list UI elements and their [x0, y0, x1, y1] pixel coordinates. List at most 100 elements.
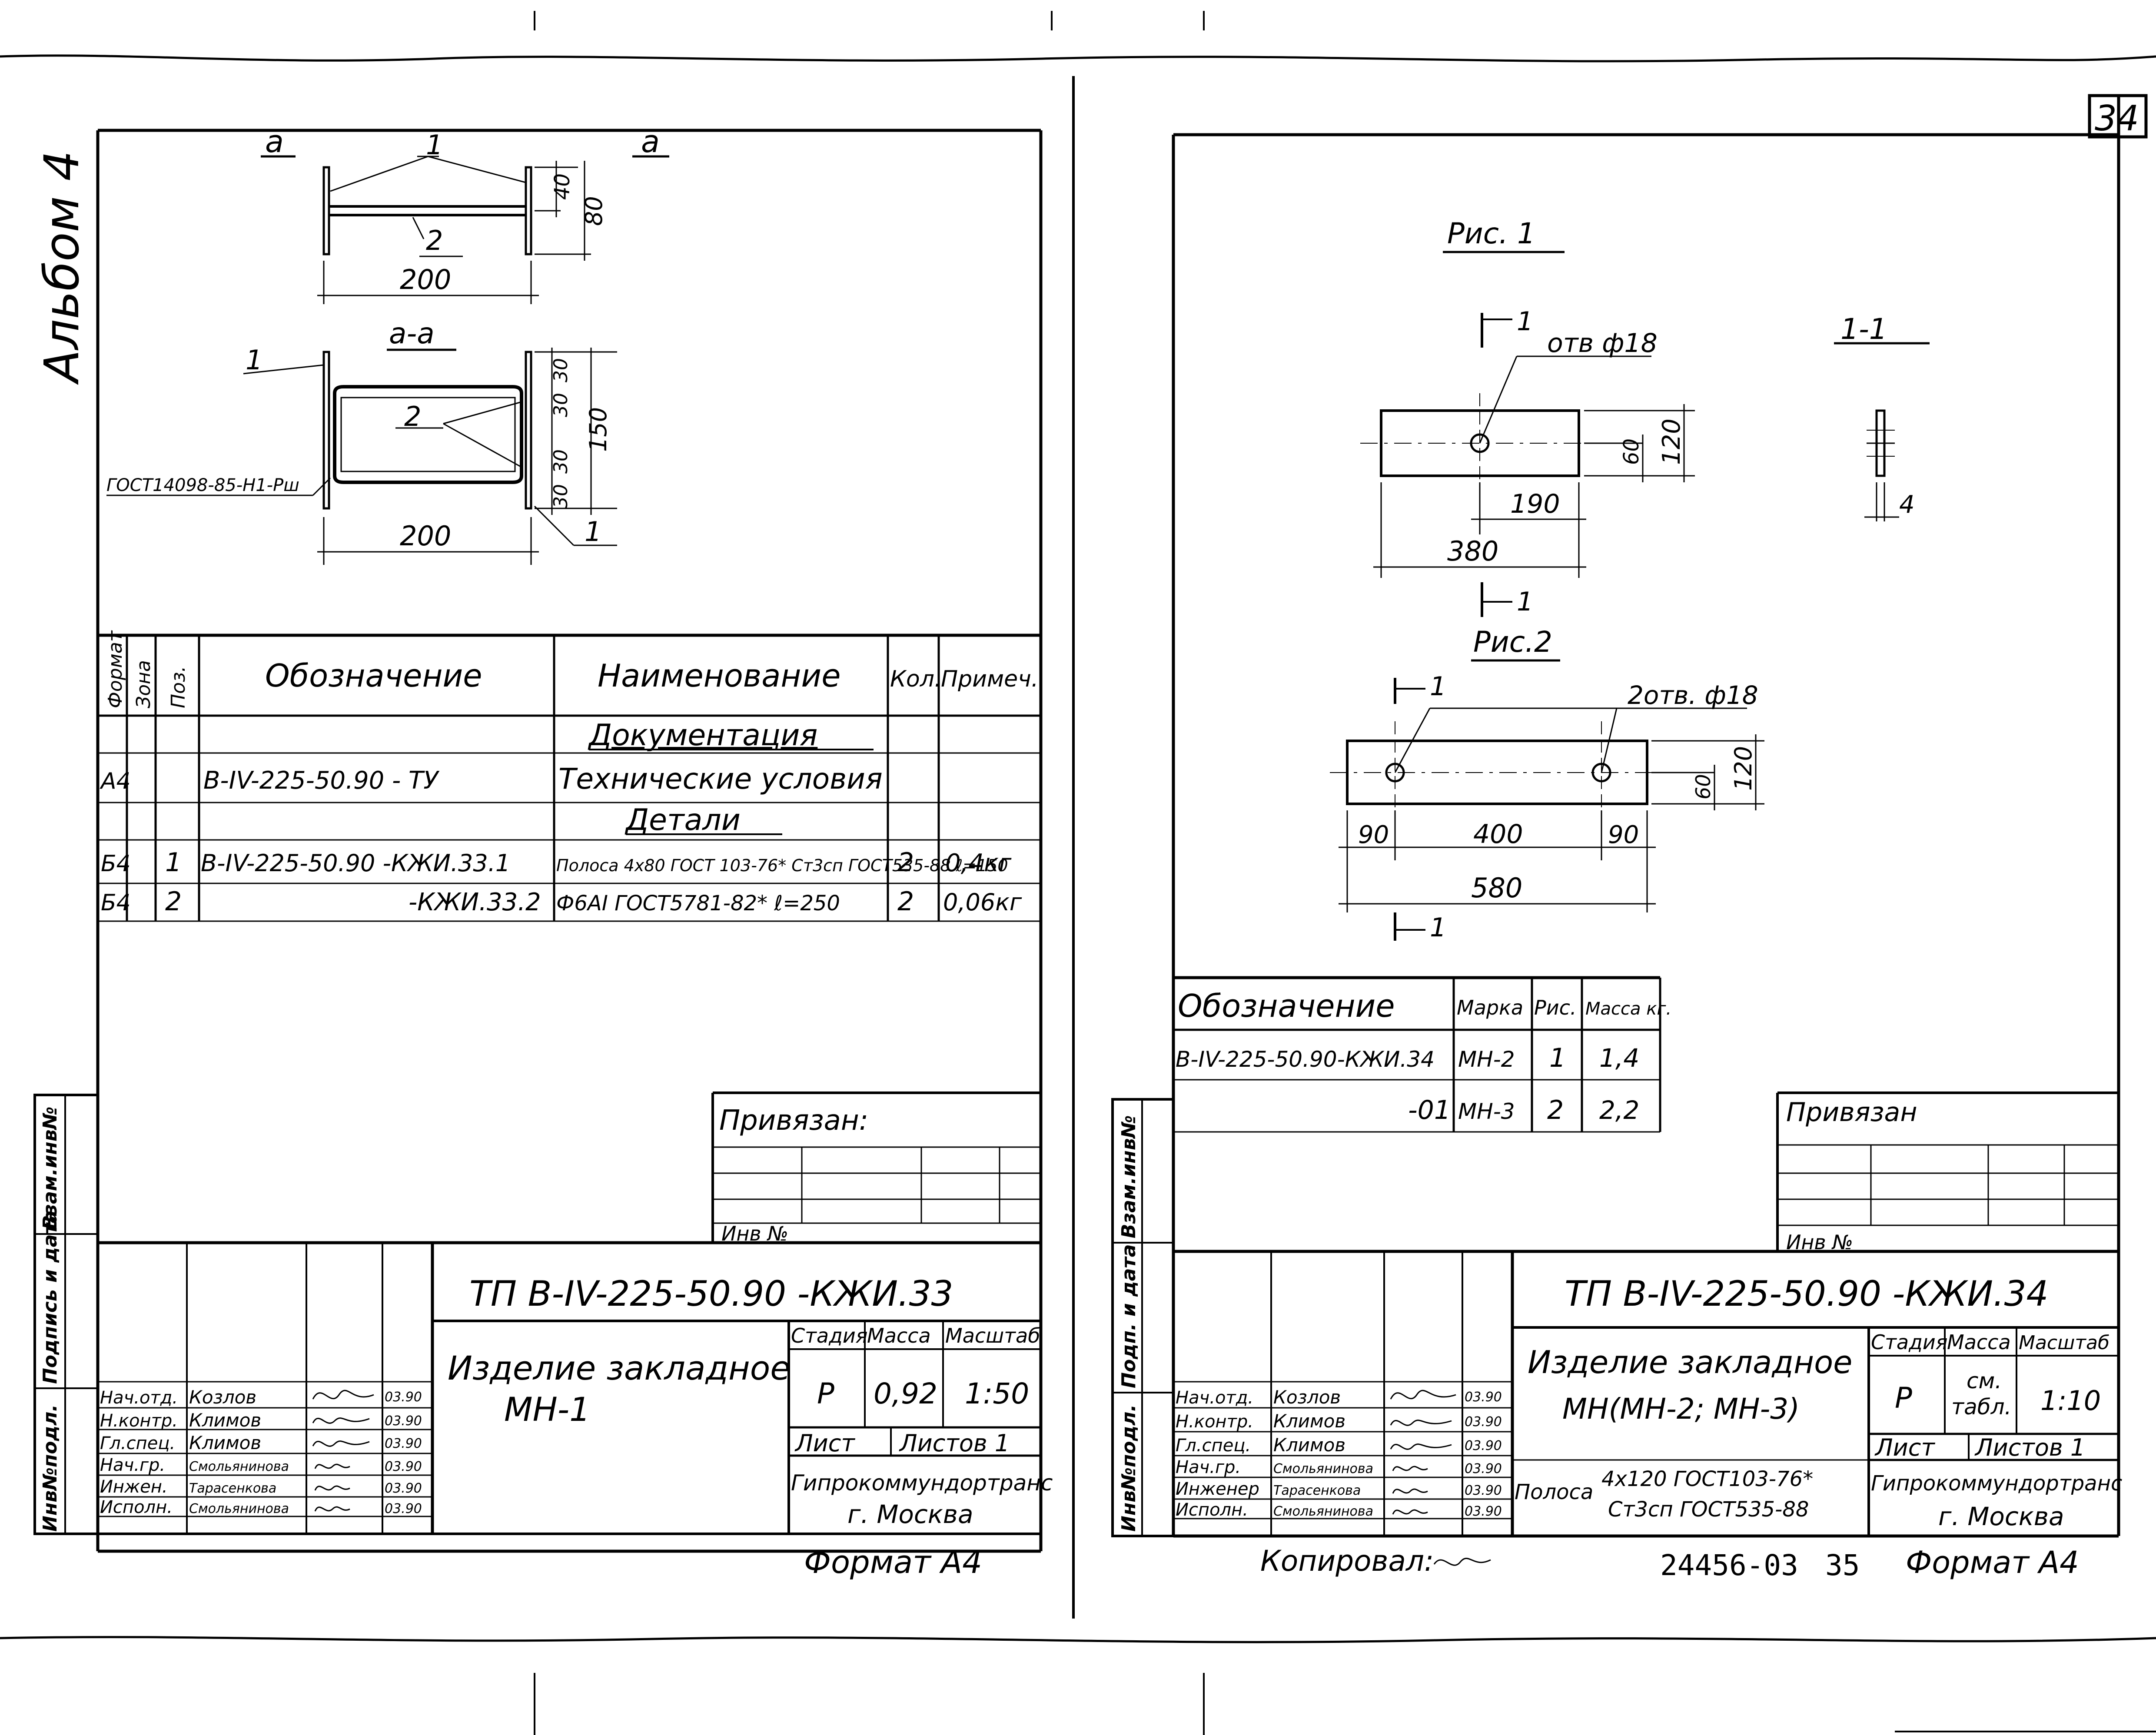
title-line-2: МН-1: [504, 1390, 591, 1429]
format-label: Формат А4: [804, 1544, 982, 1580]
fig2-plate: [1330, 678, 1764, 941]
r-signer-name-1: Козлов: [1273, 1387, 1341, 1408]
r-signer-name-4: Смольянинова: [1273, 1461, 1373, 1476]
signer-role-3: Гл.спец.: [100, 1433, 175, 1453]
dim-30-a: 30: [550, 358, 572, 382]
stage-value-right: Р: [1895, 1381, 1912, 1415]
r-signer-date-2: 03.90: [1465, 1414, 1502, 1430]
signer-date-1: 03.90: [385, 1390, 422, 1405]
r-signer-name-3: Климов: [1273, 1434, 1345, 1456]
side-stamp-replace: Взам.инв№: [39, 1107, 61, 1230]
signer-date-5: 03.90: [385, 1481, 422, 1496]
marks-header-mark: Марка: [1457, 996, 1523, 1019]
fig1-hole-label: отв ф18: [1547, 328, 1658, 358]
r-signer-role-1: Нач.отд.: [1176, 1388, 1253, 1408]
signer-role-5: Инжен.: [100, 1477, 168, 1497]
signer-name-1: Козлов: [189, 1387, 256, 1408]
r-signer-date-4: 03.90: [1465, 1461, 1502, 1476]
section-pos2-label: 2: [404, 401, 421, 432]
r-signer-date-3: 03.90: [1465, 1438, 1502, 1453]
spec-section-docs: Документация: [588, 718, 817, 753]
position-2-label: 2: [426, 225, 443, 256]
section-pos1-c-label: 1: [585, 516, 601, 547]
marks-row1-mass: 1,4: [1599, 1043, 1639, 1073]
dim-80: 80: [580, 196, 608, 226]
org-city: г. Москва: [847, 1499, 973, 1529]
fig2-hole-label: 2отв. ф18: [1628, 680, 1758, 710]
signer-date-3: 03.90: [385, 1436, 422, 1451]
spec-row3-designation: -КЖИ.33.2: [409, 888, 541, 916]
mass-value: 0,92: [874, 1377, 937, 1410]
doc-page: 35: [1825, 1549, 1860, 1582]
sheet-label: Лист: [794, 1430, 855, 1457]
side-stamp-sign: Подпись и дата: [39, 1210, 61, 1384]
side-stamp: [33, 1094, 99, 1535]
org-name-right: Гипрокоммундортранс: [1871, 1471, 2122, 1496]
org-city-right: г. Москва: [1938, 1502, 2064, 1531]
material-prefix: Полоса: [1515, 1480, 1593, 1504]
title-block-right: [1173, 1250, 2119, 1536]
dim-30-c: 30: [550, 449, 572, 474]
scale-label: Масштаб: [945, 1324, 1040, 1347]
spec-row1-format: А4: [100, 768, 131, 794]
r-signer-date-1: 03.90: [1465, 1390, 1502, 1405]
doc-number: 24456-03: [1660, 1549, 1798, 1582]
fig1-title: Рис. 1: [1447, 217, 1535, 250]
left-sheet: a a 1 2 40 80 200 а-а: [33, 124, 1053, 1580]
r-signer-role-3: Гл.спец.: [1176, 1436, 1251, 1456]
r-signer-name-6: Смольянинова: [1273, 1504, 1373, 1519]
fig1-dim-60: 60: [1619, 438, 1644, 465]
spec-row3-name: Ф6АI ГОСТ5781-82* ℓ=250: [556, 891, 840, 916]
section-pos1-label: 1: [246, 344, 262, 376]
signer-name-5: Тарасенкова: [189, 1481, 276, 1496]
fig1-plate: [1360, 313, 1930, 617]
scale-label-right: Масштаб: [2019, 1332, 2109, 1354]
spec-row3-format: Б4: [101, 890, 131, 916]
spec-header-designation: Обозначение: [265, 657, 482, 694]
spec-row1-name: Технические условия: [558, 762, 883, 796]
marks-row2-mark: МН-3: [1458, 1099, 1515, 1124]
tied-label: Привязан:: [719, 1105, 868, 1137]
marks-row1-designation: В-IV-225-50.90-КЖИ.34: [1176, 1047, 1435, 1072]
embedded-part-elevation: [261, 155, 669, 304]
marks-header-mass: Масса кг.: [1585, 999, 1671, 1019]
fig2-dim-90-left: 90: [1358, 821, 1389, 849]
fig1-dim-190: 190: [1510, 489, 1560, 519]
spec-row2-qty: 2: [897, 847, 914, 878]
dim-200-bottom: 200: [400, 520, 451, 552]
spec-section-parts: Детали: [625, 803, 741, 837]
dim-200-top: 200: [400, 264, 451, 295]
spec-row2-designation: В-IV-225-50.90 -КЖИ.33.1: [201, 849, 510, 877]
side-stamp-inv: Инв№подл.: [39, 1404, 61, 1532]
stage-value: Р: [817, 1377, 834, 1410]
section-title-a-a: а-а: [389, 317, 435, 350]
section-mark-a-right: a: [641, 124, 660, 159]
r-signer-role-5: Инженер: [1176, 1479, 1259, 1499]
mass-label: Масса: [867, 1324, 931, 1347]
dim-30-d: 30: [550, 484, 572, 508]
mass-label-right: Масса: [1947, 1330, 2011, 1354]
specification-table: [98, 634, 1041, 922]
signer-name-4: Смольянинова: [189, 1459, 289, 1474]
marks-header-designation: Обозначение: [1178, 988, 1395, 1024]
signer-role-6: Исполн.: [100, 1497, 173, 1517]
page-number: 34: [2095, 98, 2139, 139]
right-sheet: Рис. 1: [1111, 96, 2122, 1582]
r-signer-name-2: Климов: [1273, 1410, 1345, 1432]
marks-row2-designation: -01: [1408, 1095, 1451, 1125]
fig2-cut-top: 1: [1430, 671, 1446, 702]
marks-row1-fig: 1: [1549, 1043, 1566, 1073]
fig2-dim-60: 60: [1691, 774, 1715, 799]
side-stamp-right-sign: Подп. и дата: [1118, 1244, 1140, 1388]
sheets-label-right: Листов 1: [1974, 1434, 2085, 1461]
spec-row2-name: Полоса 4х80 ГОСТ 103-76* Ст3сп ГОСТ535-8…: [556, 856, 1008, 875]
title-line-1: Изделие закладное: [448, 1349, 791, 1387]
spec-row3-note: 0,06кг: [943, 889, 1022, 916]
tied-block-right: [1776, 1091, 2119, 1251]
signer-date-2: 03.90: [385, 1413, 422, 1429]
title-block-left: [98, 1241, 1041, 1535]
marks-row1-mark: МН-2: [1458, 1047, 1515, 1072]
material-top: 4х120 ГОСТ103-76*: [1601, 1467, 1813, 1491]
tied-label-right: Привязан: [1786, 1097, 1917, 1128]
